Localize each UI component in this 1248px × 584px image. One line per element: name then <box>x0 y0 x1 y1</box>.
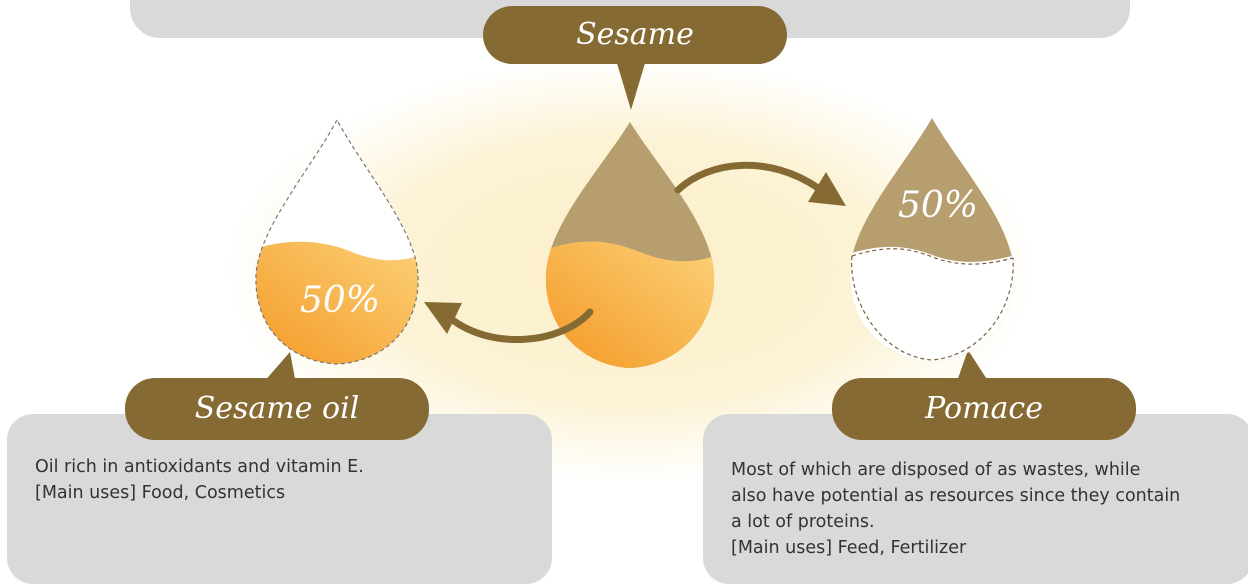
pomace-percentage: 50% <box>898 185 978 226</box>
pomace-desc-line: a lot of proteins. <box>731 509 1180 535</box>
sesame-pill-pointer <box>616 60 646 110</box>
sesame-oil-drop <box>240 120 430 380</box>
pomace-desc-line: also have potential as resources since t… <box>731 483 1180 509</box>
sesame-oil-uses-line: [Main uses] Food, Cosmetics <box>35 480 364 506</box>
pomace-label: Pomace <box>832 378 1136 440</box>
sesame-oil-percentage: 50% <box>300 280 380 321</box>
sesame-oil-label: Sesame oil <box>125 378 429 440</box>
arrow-to-pomace <box>678 165 846 206</box>
sesame-seed-drop <box>540 122 720 380</box>
sesame-label: Sesame <box>483 6 787 64</box>
pomace-desc-line: Most of which are disposed of as wastes,… <box>731 457 1180 483</box>
pomace-drop <box>845 118 1020 380</box>
sesame-oil-desc-line: Oil rich in antioxidants and vitamin E. <box>35 454 364 480</box>
pomace-uses-line: [Main uses] Feed, Fertilizer <box>731 535 1180 561</box>
